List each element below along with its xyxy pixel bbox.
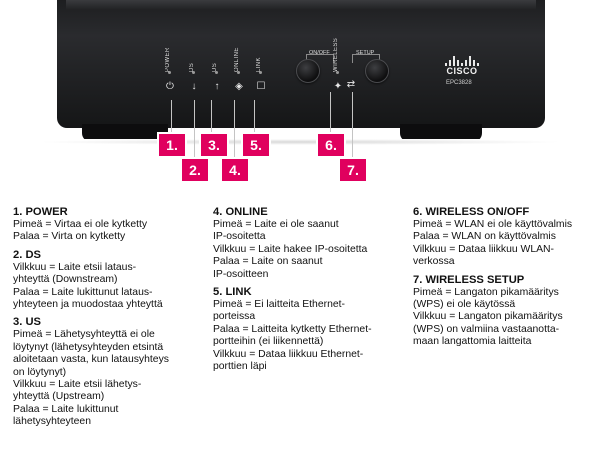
onoff-caption: ON/OFF [309,50,330,56]
wireless-onoff-button[interactable] [296,59,320,83]
legend-title: 6. WIRELESS ON/OFF [413,206,530,218]
legend-title: 3. US [13,316,41,329]
wireless-icon: ✦ [333,81,343,92]
callout-2: 2. [180,157,210,183]
legend-text: Pimeä = Virtaa ei ole kytketty Palaa = V… [13,219,148,243]
callout-line [194,100,195,158]
legend-text: Vilkkuu = Laite etsii lataus- yhteyttä (… [13,261,163,311]
legend-column-1: 1. POWER Pimeä = Virtaa ei ole kytketty … [13,206,208,434]
led-label-link: LINK [256,57,262,72]
wireless-setup-button[interactable] [365,59,389,83]
cisco-logo: CISCO [432,56,492,76]
led-wireless: WIRELESS ✦ [324,36,352,102]
legend-title: 7. WIRELESS SETUP [413,273,525,286]
modem-image: POWER ⏻ DS ↓ US ↑ ONLINE ◈ LINK ☐ ON/OFF… [0,0,600,196]
led-dot [215,71,218,74]
modem-foot-right [400,124,482,142]
callout-line [171,100,172,134]
led-dot [336,71,339,74]
online-icon: ◈ [235,81,243,92]
led-dot [168,71,171,74]
cisco-bars-icon [432,56,492,66]
onoff-bracket [306,54,334,63]
callout-1: 1. [157,132,187,158]
upstream-icon: ↑ [214,81,220,92]
legend-wireless-onoff: 6. WIRELESS ON/OFF Pimeä = WLAN ei ole k… [413,206,595,269]
led-online: ONLINE ◈ [225,40,253,106]
callout-7: 7. [338,157,368,183]
legend-ds: 2. DS Vilkkuu = Laite etsii lataus- yhte… [13,249,208,312]
legend-title: 4. ONLINE [213,206,268,218]
legend-title: 2. DS [13,248,41,261]
modem-top-edge [66,0,536,10]
callout-line [330,92,331,134]
led-dot [192,71,195,74]
callout-line [254,100,255,134]
led-label-us: US [212,62,218,72]
legend-text: Pimeä = Langaton pikamääritys (WPS) ei o… [413,286,563,348]
modem-foot-left [82,124,168,142]
callout-line [352,92,353,158]
model-number: EPC3828 [446,80,472,86]
setup-caption: SETUP [356,50,375,56]
power-icon: ⏻ [166,81,174,92]
wps-icon: ⇄ [346,79,356,90]
brand-name: CISCO [446,66,478,76]
led-label-online: ONLINE [234,47,240,72]
led-dot [259,71,262,74]
legend-text: Pimeä = Laite ei ole saanut IP-osoitetta… [213,219,368,280]
legend-link: 5. LINK Pimeä = Ei laitteita Ethernet- p… [213,286,408,373]
callout-line [234,100,235,158]
legend-title: 5. LINK [213,286,252,299]
led-us: US ↑ [203,40,231,106]
floor-shadow [36,139,564,145]
led-link: LINK ☐ [247,40,275,106]
led-dot [237,71,240,74]
legend-online: 4. ONLINE Pimeä = Laite ei ole saanut IP… [213,206,408,281]
legend-power: 1. POWER Pimeä = Virtaa ei ole kytketty … [13,206,208,244]
legend-us: 3. US Pimeä = Lähetysyhteyttä ei ole löy… [13,316,208,428]
legend-column-2: 4. ONLINE Pimeä = Laite ei ole saanut IP… [213,206,408,378]
callout-line [211,100,212,134]
led-label-ds: DS [189,62,195,72]
led-label-wireless: WIRELESS [333,37,339,72]
downstream-icon: ↓ [191,81,197,92]
legend-text: Pimeä = Lähetysyhteyttä ei ole löytynyt … [13,329,169,428]
legend-title: 1. POWER [13,206,68,218]
legend-wireless-setup: 7. WIRELESS SETUP Pimeä = Langaton pikam… [413,274,595,349]
legend-text: Pimeä = Ei laitteita Ethernet- porteissa… [213,299,372,373]
callout-4: 4. [220,157,250,183]
legend-text: Pimeä = WLAN ei ole käyttövalmis Palaa =… [413,219,573,268]
led-ds: DS ↓ [180,40,208,106]
led-label-power: POWER [165,47,171,72]
legend-column-3: 6. WIRELESS ON/OFF Pimeä = WLAN ei ole k… [413,206,595,354]
callout-6: 6. [316,132,346,158]
led-power: POWER ⏻ [156,40,184,106]
link-icon: ☐ [256,81,266,92]
callout-5: 5. [241,132,271,158]
callout-3: 3. [199,132,229,158]
setup-bracket [352,54,380,63]
